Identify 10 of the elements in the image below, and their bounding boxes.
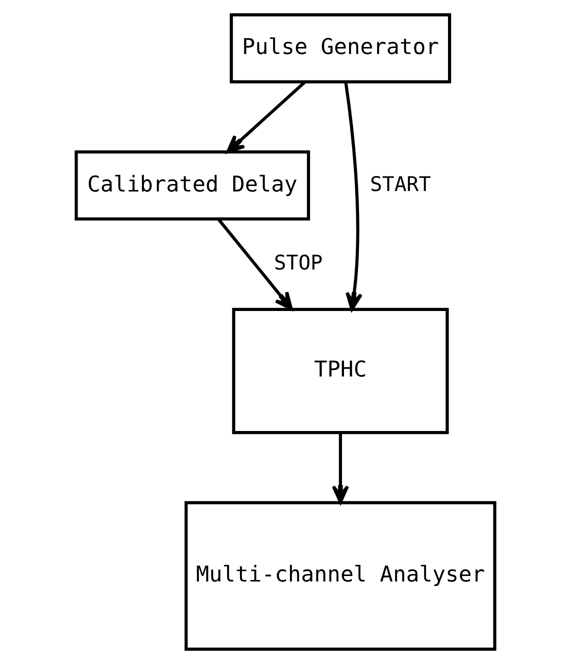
node-box: Calibrated Delay <box>74 150 310 221</box>
node-box: TPHC <box>232 308 449 434</box>
edge-label: START <box>370 172 431 196</box>
arrow <box>226 81 306 154</box>
node-box: Multi-channel Analyser <box>184 501 496 651</box>
arrow <box>344 82 363 311</box>
arrow <box>217 218 293 310</box>
arrow <box>332 432 350 504</box>
edge-label: STOP <box>274 250 323 274</box>
node-box: Pulse Generator <box>230 13 452 84</box>
